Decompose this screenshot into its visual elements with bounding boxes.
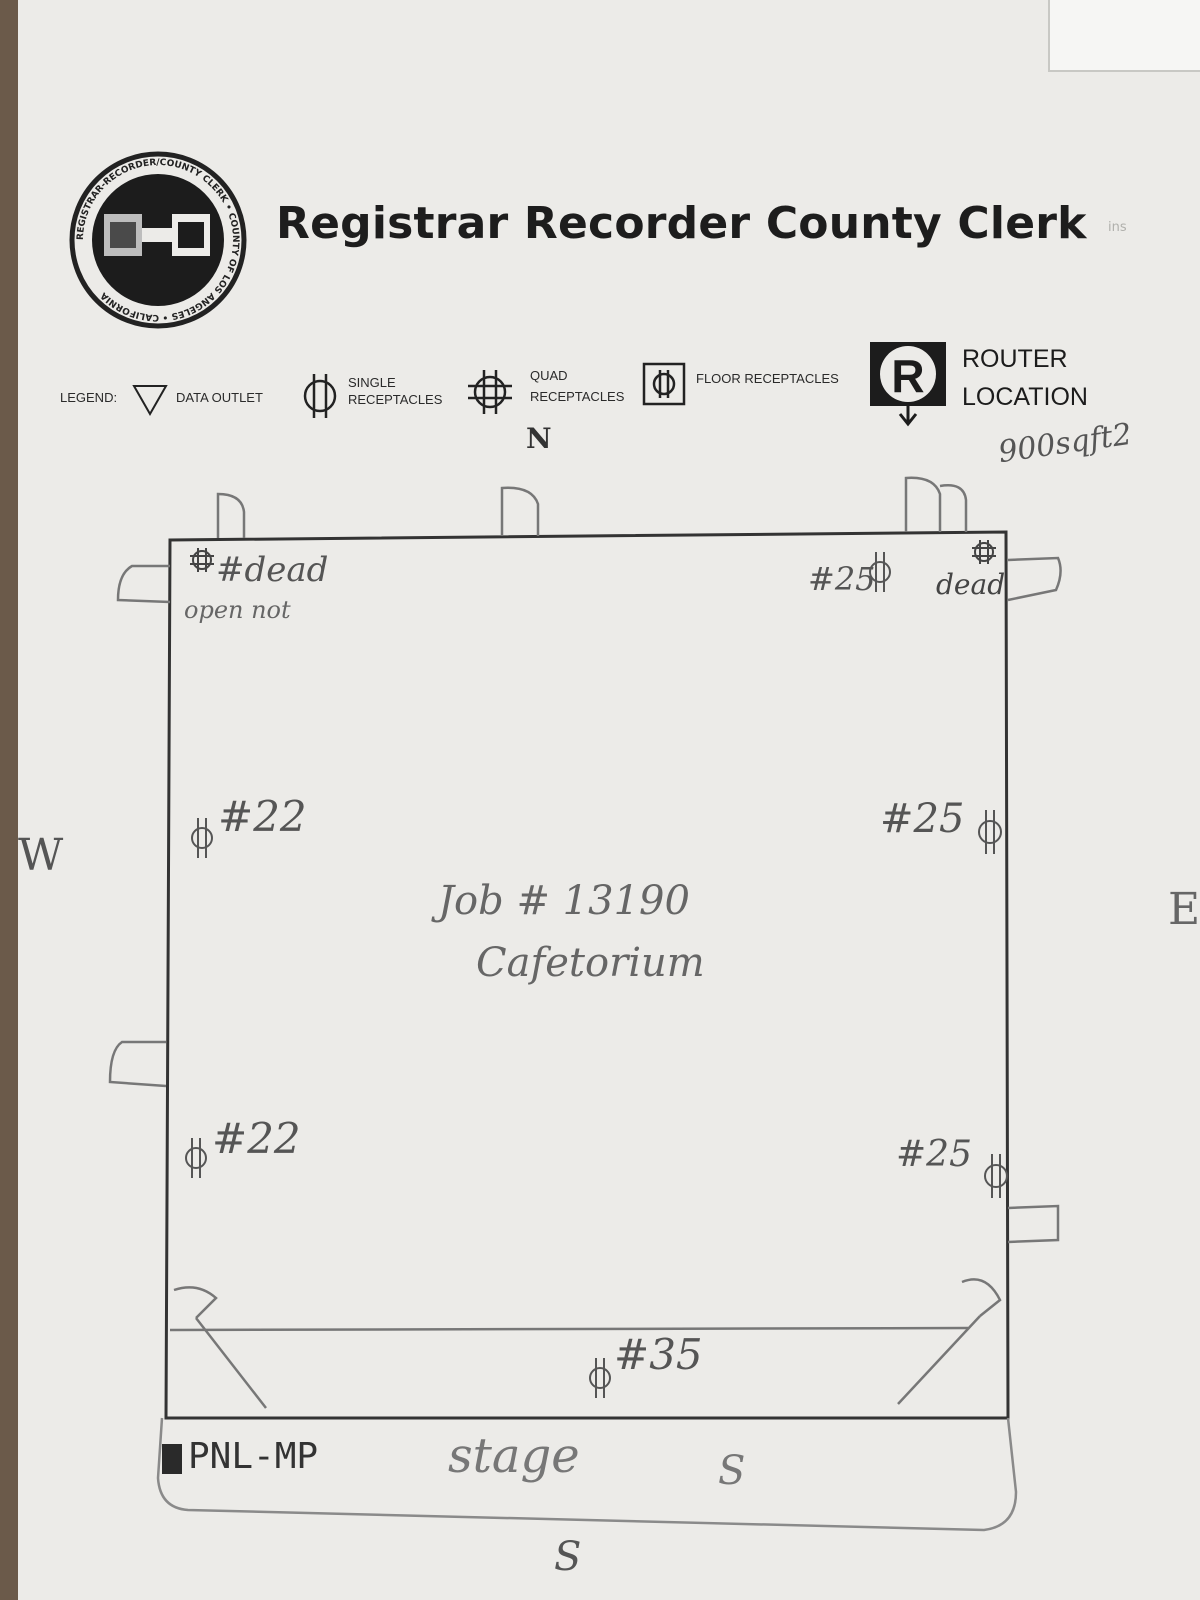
svg-text:R: R <box>891 350 924 402</box>
quad-receptacle-top-right <box>972 540 996 564</box>
legend-single-receptacles-label-2: RECEPTACLES <box>348 392 443 407</box>
quad-receptacle-icon <box>468 370 512 414</box>
legend-single-receptacles-label-1: SINGLE <box>348 375 396 390</box>
legend-floor-receptacles-label: FLOOR RECEPTACLES <box>696 371 839 386</box>
router-r-icon: R <box>870 342 946 427</box>
north-label: N <box>526 422 552 455</box>
left-lower-22-note: #22 <box>212 1114 301 1163</box>
panel-box-icon <box>162 1444 182 1474</box>
top-right-25-note: #25 <box>808 560 876 598</box>
south-inner-label: S <box>718 1448 746 1494</box>
faint-mark: ins <box>1108 220 1127 235</box>
bottom-center-35-note: #35 <box>614 1330 703 1379</box>
south-label: S <box>554 1534 582 1580</box>
top-left-dead-note: #dead <box>216 550 329 590</box>
legend-quad-receptacles-label-1: QUAD <box>530 368 568 383</box>
single-receptacle-right-middle <box>978 810 1002 854</box>
legend-router-label-2: LOCATION <box>962 383 1088 411</box>
side-wall-outlets <box>108 556 1062 1244</box>
quad-receptacle-top-left <box>190 548 214 572</box>
single-receptacle-right-lower <box>984 1154 1008 1198</box>
floor-receptacle-icon <box>642 362 686 406</box>
single-receptacle-bottom-center <box>589 1358 611 1398</box>
single-receptacle-left-lower <box>185 1138 207 1178</box>
triangle-down-icon <box>132 385 168 417</box>
floor-plan-drawing: R <box>108 342 1062 1532</box>
stage-outline <box>156 1417 1018 1532</box>
job-number-note: Job # 13190 <box>438 878 690 924</box>
east-label: E <box>1168 884 1200 935</box>
left-upper-22-note: #22 <box>218 792 307 841</box>
right-lower-25-note: #25 <box>896 1134 972 1175</box>
overlapping-paper-corner <box>1048 0 1200 72</box>
top-left-open-note: open not <box>184 596 291 624</box>
stage-note: stage <box>448 1428 580 1484</box>
room-name-note: Cafetorium <box>476 940 705 986</box>
top-wall-outlets <box>216 476 968 538</box>
county-seal-logo: REGISTRAR-RECORDER/COUNTY CLERK • COUNTY… <box>69 151 247 329</box>
single-receptacle-icon <box>303 374 337 418</box>
stage-ramps <box>169 1278 1002 1409</box>
legend-data-outlet-label: DATA OUTLET <box>176 390 263 405</box>
legend-label: LEGEND: <box>60 390 118 405</box>
single-receptacle-left-upper <box>191 818 213 858</box>
west-label: W <box>18 830 64 881</box>
legend-quad-receptacles-label-2: RECEPTACLES <box>530 389 625 404</box>
top-right-dead-note: dead <box>936 568 1006 601</box>
legend-router-label-1: ROUTER <box>962 345 1068 373</box>
document-page: REGISTRAR-RECORDER/COUNTY CLERK • COUNTY… <box>18 0 1200 1600</box>
single-receptacle-top-right <box>869 552 891 592</box>
right-middle-25-note: #25 <box>880 796 965 842</box>
panel-note: PNL-MP <box>188 1436 319 1477</box>
page-title: Registrar Recorder County Clerk <box>276 198 1087 249</box>
